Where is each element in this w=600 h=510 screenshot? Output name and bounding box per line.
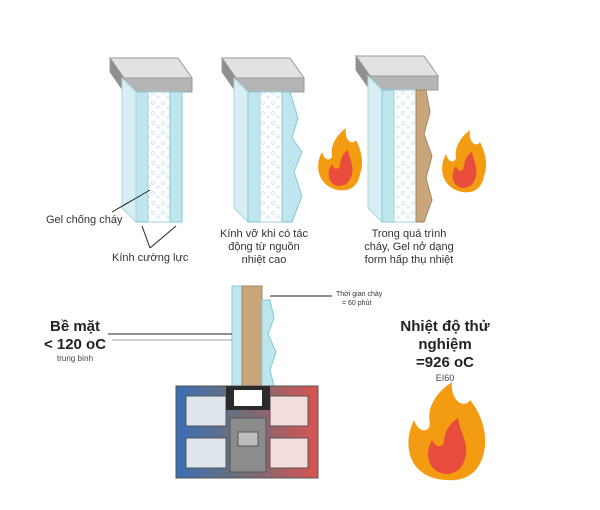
label-stage3: Trong quá trình cháy, Gel nở dạng form h… [354, 228, 464, 267]
section-glass-left [231, 285, 243, 395]
label-tempered-glass: Kính cường lực [112, 252, 189, 264]
cross-section [108, 285, 486, 481]
label-gel: Gel chống cháy [46, 214, 123, 226]
label-surface-line2: < 120 oC [43, 336, 107, 353]
gel-pointer-line [111, 189, 151, 213]
label-stage3-line2: cháy, Gel nở dạng [364, 241, 454, 253]
panel-gel-expands [355, 54, 487, 224]
glass-pane-right [169, 91, 183, 223]
broken-glass-shards [281, 91, 303, 223]
tempered-pointer-line-2 [149, 225, 177, 249]
label-fire-time: Thời gian cháy = 60 phút [336, 290, 382, 308]
label-stage2: Kính vỡ khi có tác động từ nguồn nhiệt c… [214, 228, 314, 267]
label-stage2-line1: Kính vỡ khi có tác [220, 228, 308, 240]
glass-pane-left [381, 89, 395, 223]
label-stage2-line3: nhiệt cao [241, 254, 287, 266]
glass-pane-left [135, 91, 149, 223]
tempered-pointer-line-1 [141, 225, 151, 249]
gel-layer [393, 89, 417, 223]
panel-intact-glass [109, 56, 193, 249]
flame-inner [452, 152, 477, 188]
glass-side-face [367, 74, 383, 224]
glass-seat [234, 390, 262, 406]
glass-side-face [121, 76, 137, 224]
label-fire-time-line2: = 60 phút [342, 300, 372, 307]
label-surface-line1: Bề mặt [49, 318, 101, 335]
thermal-break-core [237, 431, 259, 447]
section-broken-glass [261, 299, 277, 395]
label-test-line3: =926 oC [416, 354, 474, 371]
panel-glass-breaking [221, 56, 363, 224]
label-test-line4: EI60 [435, 373, 455, 383]
label-test-line2: nghiệm [418, 336, 472, 353]
label-stage2-line2: động từ nguồn [228, 241, 300, 253]
label-stage3-line3: form hấp thụ nhiệt [364, 254, 454, 266]
glass-side-face [233, 76, 249, 224]
profile-cavity-left [185, 395, 227, 427]
gel-layer [259, 91, 283, 223]
section-gel [241, 285, 263, 395]
label-test-temperature: Nhiệt độ thử nghiệm =926 oC EI60 [380, 318, 510, 384]
label-surface: Bề mặt < 120 oC trung bình [40, 318, 110, 364]
label-surface-line3: trung bình [56, 354, 94, 363]
charred-gel-foam [415, 89, 433, 223]
glass-pane-left [247, 91, 261, 223]
label-fire-time-line1: Thời gian cháy [336, 291, 383, 298]
profile-cavity-bottom-left [185, 437, 227, 469]
gel-layer [147, 91, 171, 223]
label-test-line1: Nhiệt độ thử [400, 318, 490, 335]
profile-cavity-bottom-right [269, 437, 309, 469]
profile-cavity-right [269, 395, 309, 427]
flame-inner [328, 150, 353, 186]
label-stage3-line1: Trong quá trình [371, 228, 447, 240]
big-flame-inner [428, 418, 467, 474]
